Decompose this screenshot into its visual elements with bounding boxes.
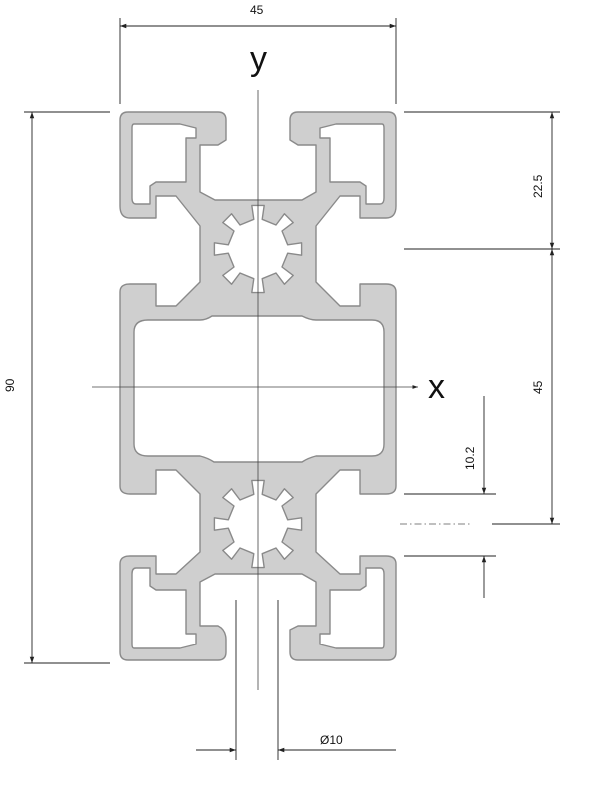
dim-slot-depth: 10.2 [404, 396, 496, 598]
dim-slot-depth-label: 10.2 [463, 446, 477, 470]
dim-width: 45 [119, 3, 397, 104]
x-axis-label: x [428, 368, 445, 406]
dim-upper-offset: 22.5 [404, 111, 560, 250]
center-cavity [133, 315, 385, 463]
dim-pitch-label: 45 [531, 380, 545, 394]
dim-width-label: 45 [250, 3, 264, 17]
corner-channel-lower-right [319, 567, 385, 649]
dim-upper-offset-label: 22.5 [531, 174, 545, 198]
dim-height-label: 90 [3, 378, 17, 392]
corner-channel-lower-left [131, 567, 197, 649]
corner-channel-upper-right [319, 123, 385, 205]
y-axis-label: y [250, 40, 267, 78]
corner-channel-upper-left [131, 123, 197, 205]
dim-height: 90 [3, 111, 110, 664]
dim-bore: Ø10 [196, 600, 396, 760]
dim-pitch: 45 [492, 249, 560, 525]
dim-bore-label: Ø10 [320, 733, 343, 747]
